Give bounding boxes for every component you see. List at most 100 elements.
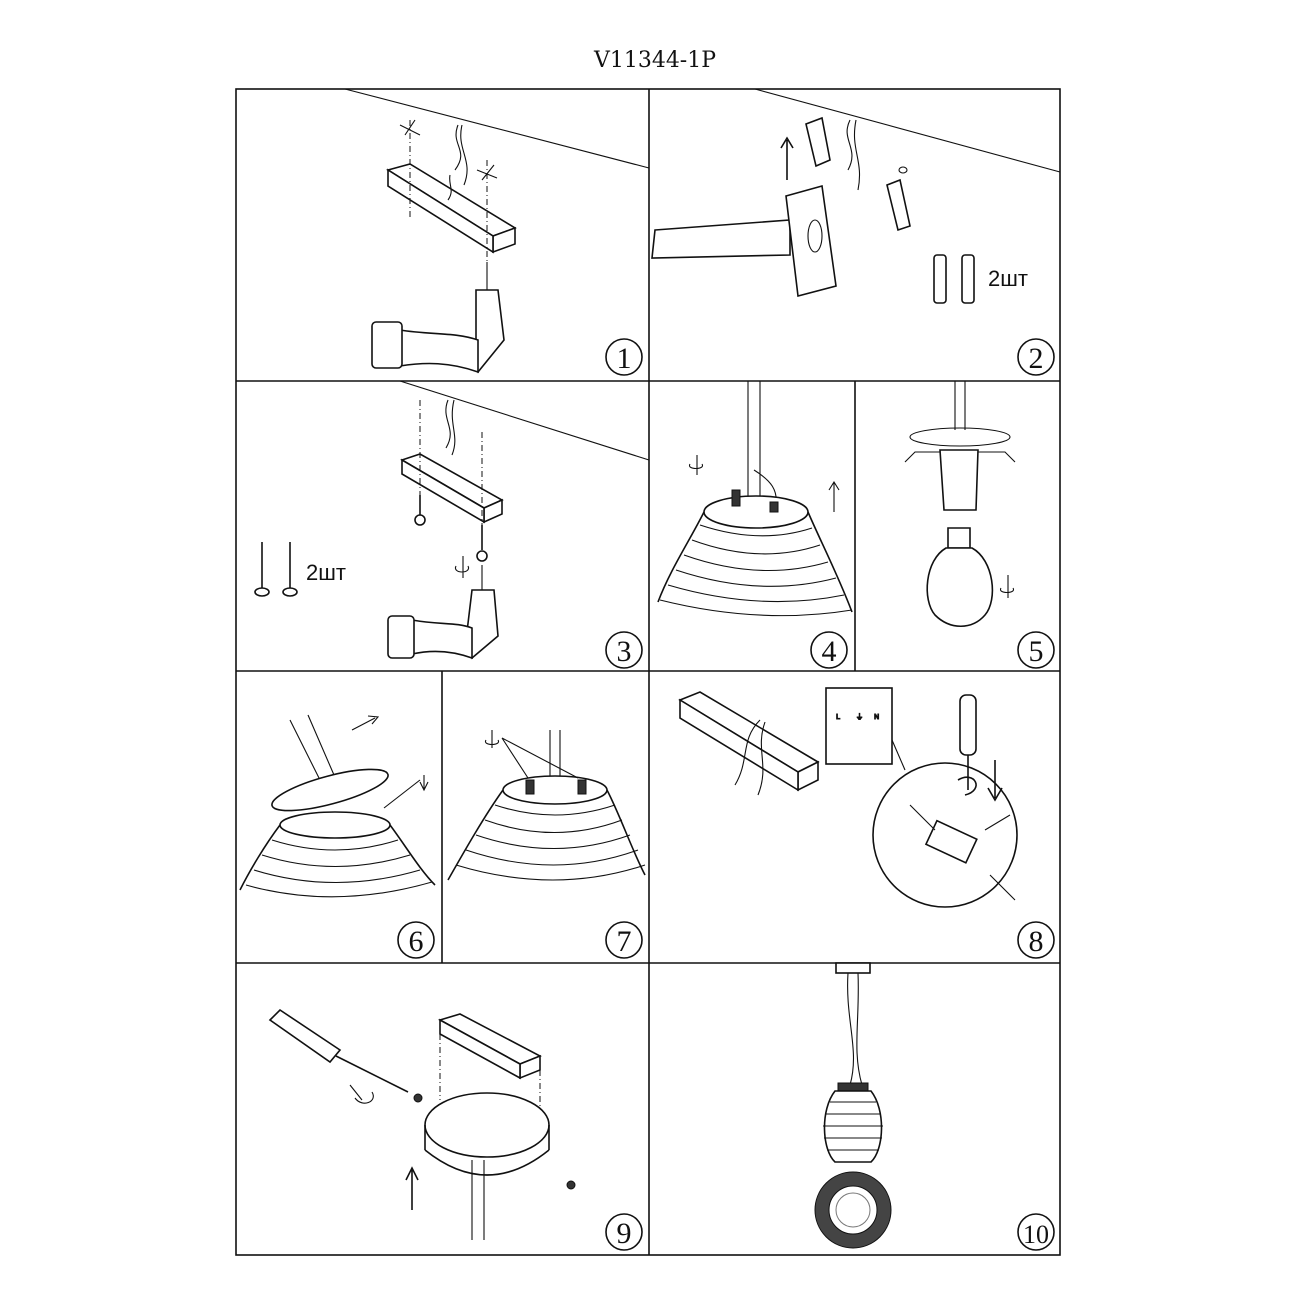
bracket (437, 1013, 542, 1080)
step-number: 8 (1029, 925, 1044, 958)
lamp-socket-icon (939, 449, 979, 511)
lamp-bottom-view-icon (814, 1171, 892, 1249)
step-number-circle (1017, 1213, 1055, 1251)
step-5-panel: 5 (904, 381, 1055, 669)
quantity-label: 2шт (988, 266, 1028, 291)
screw-icon (566, 1180, 576, 1190)
wire (383, 779, 421, 809)
wires (846, 119, 861, 191)
step-2-panel: 2шт 2 (651, 88, 1061, 376)
rotate-icon (688, 455, 704, 475)
step-number: 1 (617, 342, 632, 375)
step-number: 2 (1029, 342, 1044, 375)
bracket (400, 453, 504, 524)
step-number: 10 (1023, 1220, 1049, 1249)
lampshade-ribs (245, 839, 433, 898)
arrow-up-icon (780, 136, 794, 180)
terminal-label: N (874, 713, 879, 721)
canopy-plate (909, 427, 1011, 447)
screw-icon (414, 495, 488, 562)
step-10-panel: 10 (814, 962, 1055, 1251)
hammer-icon (651, 184, 837, 298)
arrow-up-icon (828, 480, 840, 512)
rotate-icon (454, 556, 470, 578)
lampshade-icon (657, 495, 853, 617)
screws-pair-icon (254, 542, 298, 597)
shade-opening (279, 811, 391, 839)
drill-icon (387, 565, 499, 660)
rotate-icon (999, 575, 1015, 598)
screw-icon (769, 501, 779, 513)
cable (747, 381, 777, 511)
rotate-icon (957, 776, 977, 796)
drill-icon (371, 262, 505, 374)
pendant-lamp-icon (823, 1082, 883, 1163)
step-8-panel: L ⏚ N 8 (678, 687, 1055, 959)
screw-icon (577, 779, 587, 795)
step-number: 3 (617, 635, 632, 668)
quantity-label: 2шт (306, 560, 346, 585)
suspension-cables (847, 972, 863, 1086)
step-number-circle (810, 631, 848, 669)
bracket (386, 163, 517, 254)
step-number: 6 (409, 925, 424, 958)
screw-icon (525, 779, 535, 795)
wall-plugs-pair-icon (933, 254, 975, 304)
canopy-icon (424, 1092, 550, 1176)
step-number-circle (1017, 921, 1055, 959)
cable (289, 714, 335, 781)
screwdriver-icon (268, 1008, 409, 1093)
step-number: 4 (822, 635, 837, 668)
step-1-panel: 1 (344, 88, 650, 376)
rotate-icon (349, 1084, 374, 1104)
step-number-circle (605, 338, 643, 376)
terminal-block-detail (825, 687, 893, 765)
arrow-icon (351, 715, 380, 731)
panel-grid (235, 88, 1061, 1256)
cable (471, 1160, 485, 1240)
terminal-label: L (836, 713, 840, 721)
step-number-circle (397, 921, 435, 959)
arrow-up-icon (405, 1166, 419, 1210)
wires (447, 124, 468, 201)
lampshade-ribs (455, 804, 646, 881)
holder-plate (271, 768, 389, 812)
arrow-down-icon (987, 760, 1003, 802)
lampshade-top (502, 775, 608, 805)
rotate-icon (484, 730, 579, 779)
cable (954, 381, 966, 430)
wiring-detail-circle (872, 762, 1018, 908)
ceiling-line (754, 88, 1061, 173)
step-6-panel: 6 (239, 714, 436, 959)
terminal-block (924, 819, 978, 864)
terminal-label: ⏚ (856, 713, 863, 721)
screw-icon (731, 489, 741, 507)
step-4-panel: 4 (657, 381, 853, 669)
step-number: 7 (617, 925, 632, 958)
step-7-panel: 7 (447, 730, 646, 959)
model-title: V11344-1P (593, 48, 716, 73)
ceiling-line (399, 380, 650, 461)
screw-icon (413, 1093, 423, 1103)
arrow-down-icon (419, 775, 429, 792)
wires (734, 719, 766, 796)
step-number-circle (1017, 338, 1055, 376)
step-number: 9 (617, 1217, 632, 1250)
wall-plug-icon (805, 116, 911, 232)
step-3-panel: 2шт 3 (254, 380, 650, 669)
step-number-circle (605, 631, 643, 669)
screwdriver-icon (959, 694, 977, 790)
bulb-base (947, 527, 971, 549)
ceiling-line (344, 88, 650, 169)
step-number-circle (1017, 631, 1055, 669)
bracket (678, 691, 820, 792)
step-number-circle (605, 1213, 643, 1251)
step-number: 5 (1029, 635, 1044, 668)
wires (445, 399, 456, 456)
wires (909, 804, 1016, 901)
step-number-circle (605, 921, 643, 959)
callout-line (891, 739, 906, 771)
canopy-icon (835, 962, 871, 974)
step-9-panel: 9 (268, 1008, 643, 1251)
